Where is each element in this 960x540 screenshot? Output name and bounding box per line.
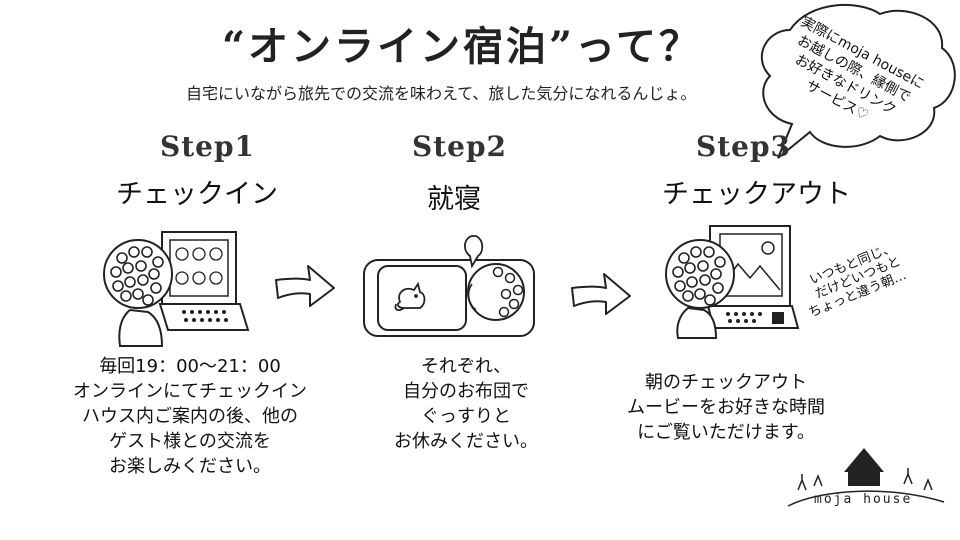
bubble-text-wrap: 実際にmoja houseに お越しの際、縁側で お好きなドリンク サービス♡: [770, 14, 930, 132]
bubble-text: 実際にmoja houseに お越しの際、縁側で お好きなドリンク サービス♡: [772, 13, 927, 141]
step2-description: それぞれ、 自分のお布団で ぐっすりと お休みください。: [366, 354, 566, 454]
step1-desc-line: オンラインにてチェックイン: [73, 381, 307, 402]
cat-icon: [394, 281, 426, 311]
step2-desc-line: お休みください。: [394, 431, 538, 452]
step2-illustration: [363, 235, 535, 337]
page-title: “オンライン宿泊”って？: [222, 23, 703, 70]
step2-title: 就寝: [427, 184, 481, 215]
step3-title: チェックアウト: [662, 179, 851, 210]
step1-desc-line: お楽しみください。: [109, 456, 271, 477]
moja-house-logo: [787, 448, 945, 507]
page-subtitle: 自宅にいながら旅先での交流を味わえて、旅した気分になれるんじょ。: [186, 84, 697, 103]
step3-illustration: [665, 225, 800, 339]
step2-desc-line: それぞれ、: [420, 356, 512, 377]
step1-illustration: [103, 231, 250, 347]
laptop-icon: [158, 231, 250, 331]
step3-desc-line: 朝のチェックアウト: [645, 372, 807, 393]
step3-label: Step3: [696, 130, 792, 163]
person-icon: [103, 239, 173, 347]
step1-desc-line: 毎回19：00〜21：00: [99, 356, 281, 377]
step3-desc-line: にご覧いただけます。: [637, 422, 815, 443]
arrow-right-icon-2: [571, 273, 631, 315]
dream-bubble-icon: [464, 235, 484, 269]
step2-label: Step2: [412, 130, 508, 163]
step2-desc-line: ぐっすりと: [421, 406, 511, 427]
step1-desc-line: ハウス内ご案内の後、他の: [82, 406, 298, 427]
person-icon: [665, 239, 735, 339]
step3-description: 朝のチェックアウト ムービーをお好きな時間 にご覧いただけます。: [606, 370, 846, 445]
step1-label: Step1: [160, 130, 256, 163]
step1-desc-line: ゲスト様との交流を: [109, 431, 271, 452]
step3-desc-line: ムービーをお好きな時間: [627, 397, 825, 418]
step2-desc-line: 自分のお布団で: [403, 381, 529, 402]
step1-title: チェックイン: [116, 179, 278, 210]
arrow-right-icon: [275, 265, 335, 307]
sleeping-person-icon: [467, 263, 525, 321]
step1-description: 毎回19：00〜21：00 オンラインにてチェックイン ハウス内ご案内の後、他の…: [40, 354, 340, 479]
logo-text: moja house: [814, 492, 913, 507]
speech-bubble: [760, 4, 956, 159]
